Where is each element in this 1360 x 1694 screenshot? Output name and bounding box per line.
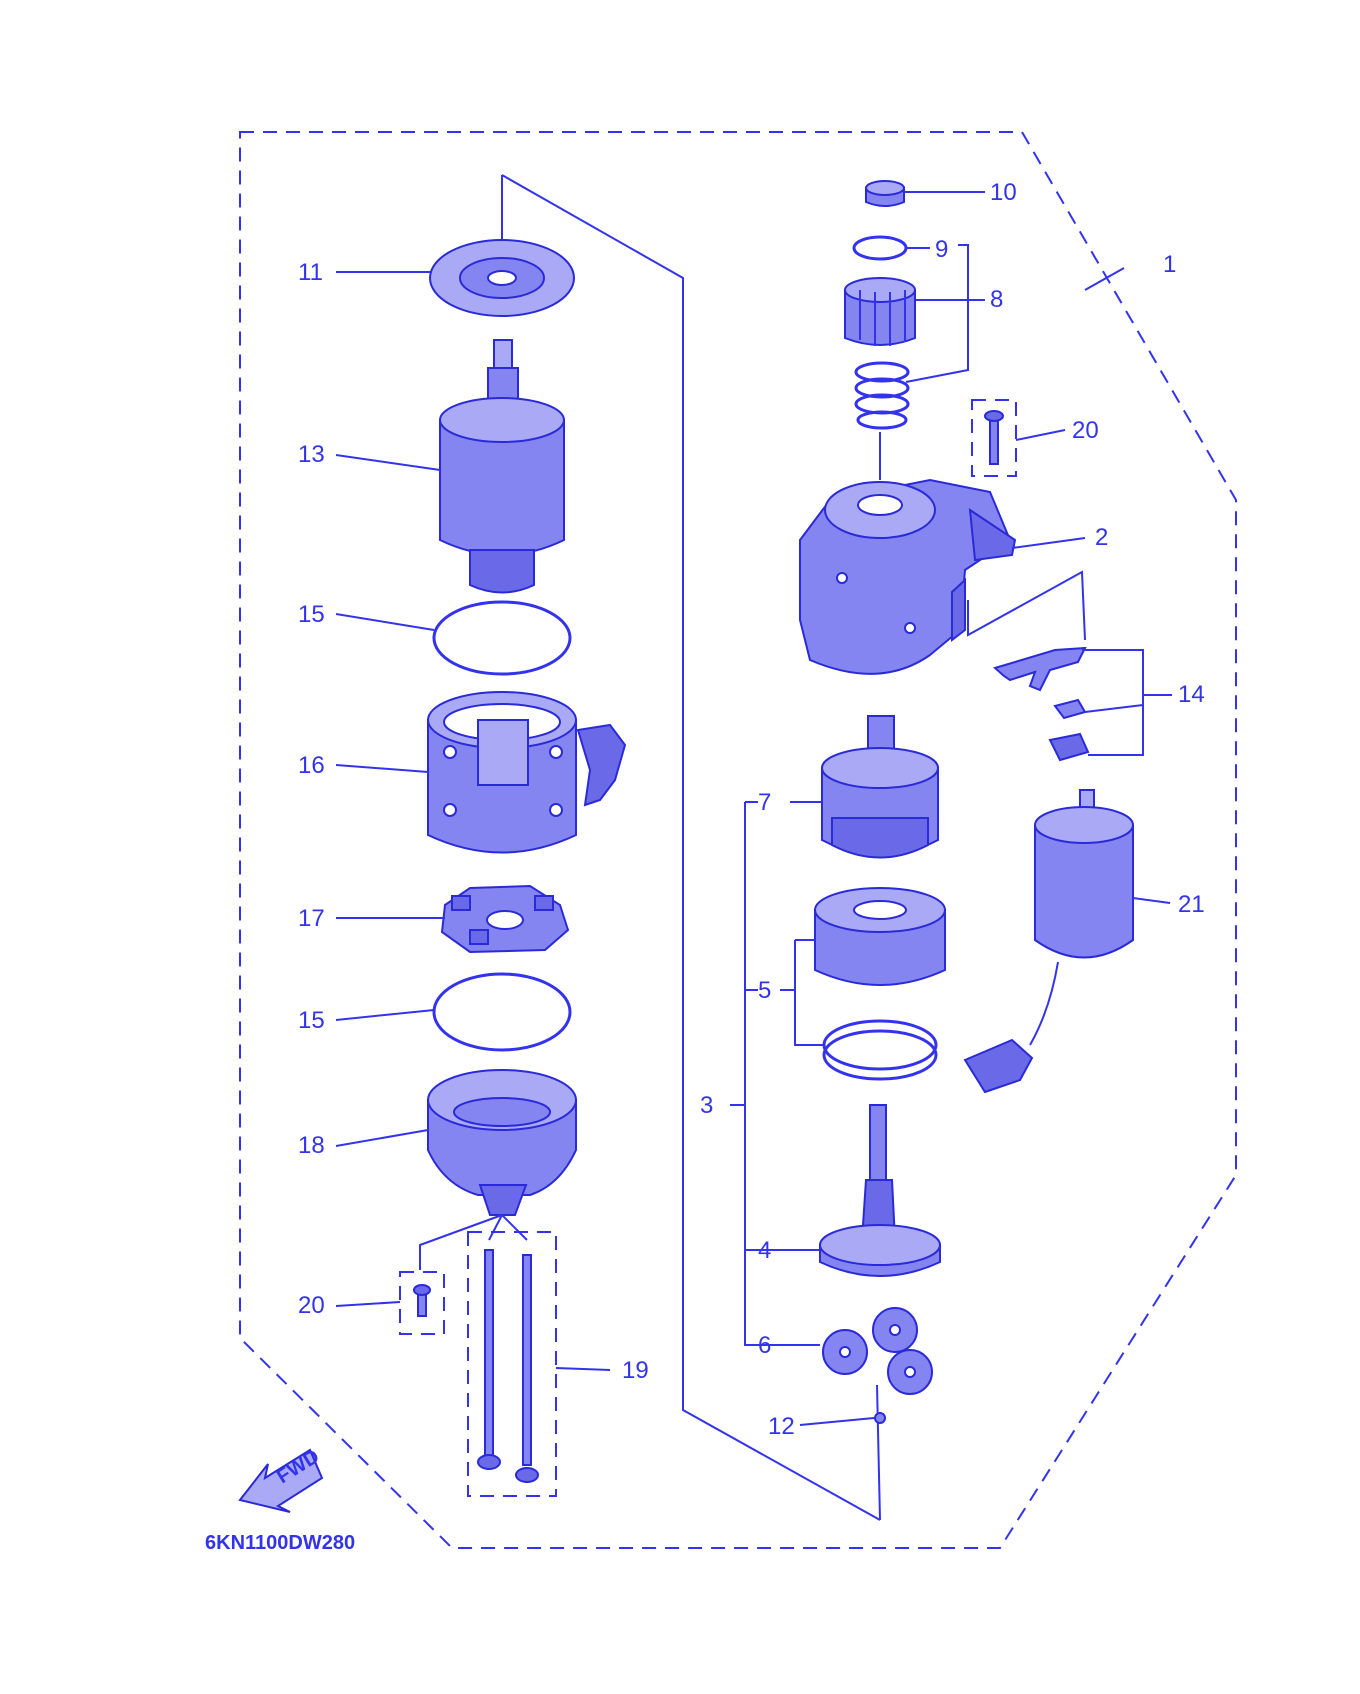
part-11-washer[interactable] <box>429 239 575 317</box>
leader-2 <box>1011 537 1086 549</box>
callout-7: 7 <box>758 789 771 816</box>
callout-4: 4 <box>758 1237 771 1264</box>
part-19-through-bolts[interactable] <box>419 1214 557 1497</box>
part-20-screw-upper[interactable] <box>971 399 1017 477</box>
part-8-drive-assembly[interactable] <box>844 277 916 430</box>
callout-5: 5 <box>758 977 771 1004</box>
callout-21: 21 <box>1178 891 1205 918</box>
callout-1: 1 <box>1163 251 1176 278</box>
leader-16 <box>335 764 429 773</box>
part-15-oring-lower[interactable] <box>432 972 572 1052</box>
part-16-yoke[interactable] <box>427 691 627 854</box>
leader-20-lower <box>335 1301 401 1307</box>
drawing-code: 6KN1100DW280 <box>205 1532 355 1554</box>
part-5-internal-gear[interactable] <box>814 887 946 1081</box>
leader-19 <box>555 1367 611 1371</box>
callout-20-lower: 20 <box>298 1292 325 1319</box>
leader-1 <box>1084 267 1125 291</box>
part-12-ball[interactable] <box>874 1412 886 1424</box>
part-4-pinion-shaft[interactable] <box>819 1104 941 1277</box>
center-tie-line <box>501 174 881 1521</box>
callout-12: 12 <box>768 1413 795 1440</box>
leader-21 <box>1132 897 1171 904</box>
callout-17: 17 <box>298 905 325 932</box>
callout-6: 6 <box>758 1332 771 1359</box>
leader-18 <box>335 1129 429 1147</box>
part-21-solenoid-relay[interactable] <box>963 789 1134 1094</box>
callout-19: 19 <box>622 1357 649 1384</box>
part-14-lever-plates[interactable] <box>992 646 1090 762</box>
callout-20-upper: 20 <box>1072 417 1099 444</box>
leader-12 <box>799 1417 875 1426</box>
callout-13: 13 <box>298 441 325 468</box>
callout-2: 2 <box>1095 524 1108 551</box>
part-17-brush-holder[interactable] <box>440 884 570 954</box>
leader-14-bracket <box>1082 649 1172 756</box>
part-2-bracket-housing[interactable] <box>799 478 1017 675</box>
part-6-planet-gears[interactable] <box>822 1307 933 1395</box>
callout-11: 11 <box>298 259 323 286</box>
assembly-boundary <box>239 131 1237 1549</box>
leader-2-link <box>967 570 1086 641</box>
right-axis-line <box>876 1384 881 1521</box>
callout-3: 3 <box>700 1092 713 1119</box>
part-10-cap[interactable] <box>865 180 905 207</box>
part-13-armature[interactable] <box>439 339 565 594</box>
callout-8: 8 <box>990 286 1003 313</box>
leader-15-upper <box>335 613 435 631</box>
leader-15-lower <box>335 1009 435 1021</box>
part-18-end-cover[interactable] <box>427 1069 577 1216</box>
leader-5-bracket <box>780 939 825 1046</box>
callout-16: 16 <box>298 752 325 779</box>
callout-10: 10 <box>990 179 1017 206</box>
leader-13 <box>335 454 441 471</box>
leader-3-bracket <box>730 801 820 1346</box>
leader-20-upper <box>1015 429 1066 441</box>
leader-8-bracket <box>905 244 985 383</box>
part-7-carrier[interactable] <box>821 715 939 859</box>
part-15-oring-upper[interactable] <box>432 600 572 676</box>
callout-14: 14 <box>1178 681 1205 708</box>
callout-9: 9 <box>935 236 948 263</box>
callout-18: 18 <box>298 1132 325 1159</box>
part-20-screw-lower[interactable] <box>399 1271 445 1335</box>
callout-15-lower: 15 <box>298 1007 325 1034</box>
callout-15-upper: 15 <box>298 601 325 628</box>
part-9-clip-ring[interactable] <box>852 235 908 261</box>
fwd-arrow-icon: FWD <box>238 1445 323 1513</box>
